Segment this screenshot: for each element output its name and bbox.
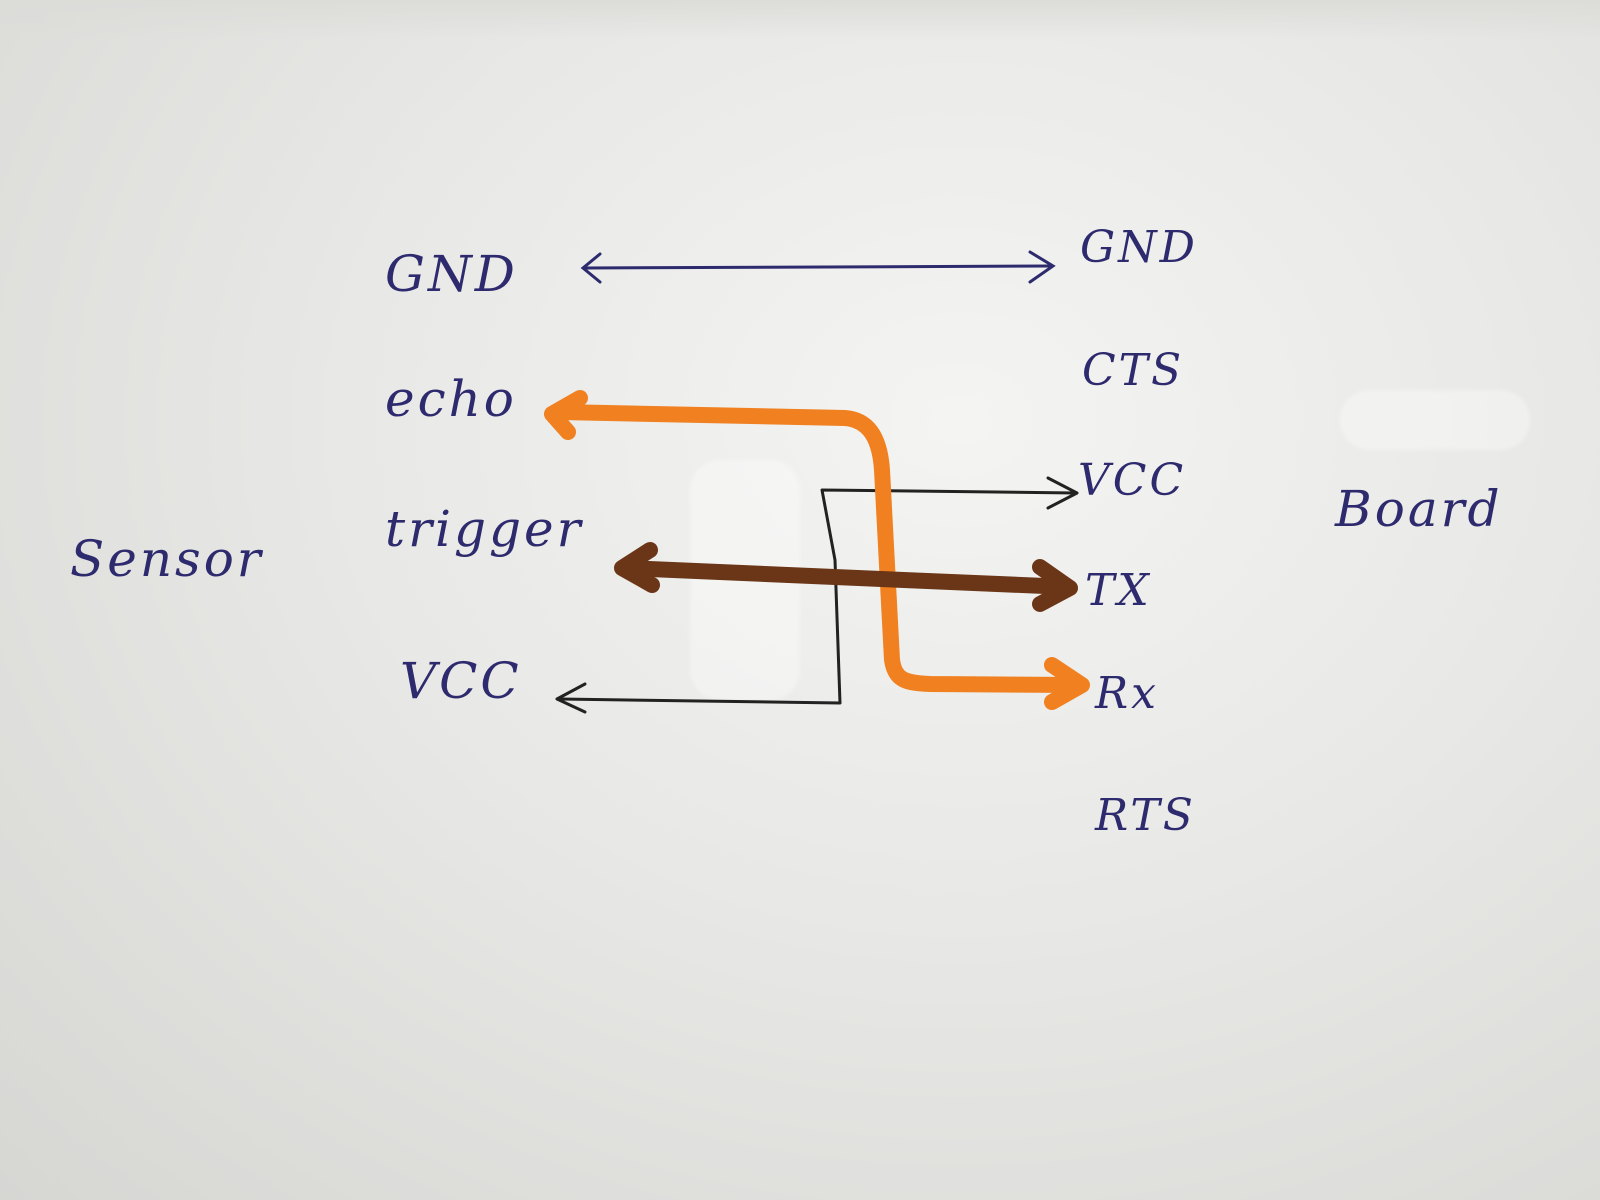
board-pin-rts: RTS [1095,790,1196,841]
wire-vcc-vcc [555,476,1079,714]
sensor-pin-echo: echo [385,370,517,428]
board-pin-cts: CTS [1082,345,1185,396]
sensor-pin-vcc: VCC [400,652,522,710]
board-pin-tx: TX [1085,565,1152,616]
sensor-pin-trigger: trigger [385,500,584,558]
ghost-emboss-right [1340,390,1530,450]
board-pin-gnd: GND [1080,222,1198,273]
board-title: Board [1335,480,1503,538]
wire-gnd-gnd [580,250,1056,284]
paper-fold-shadow [0,0,1600,40]
board-pin-rx: Rx [1095,668,1159,719]
board-pin-vcc: VCC [1078,455,1187,506]
sensor-pin-gnd: GND [385,245,518,303]
sensor-title: Sensor [70,530,264,588]
wire-echo-rx [544,390,1090,710]
wire-trigger-tx [614,542,1078,612]
